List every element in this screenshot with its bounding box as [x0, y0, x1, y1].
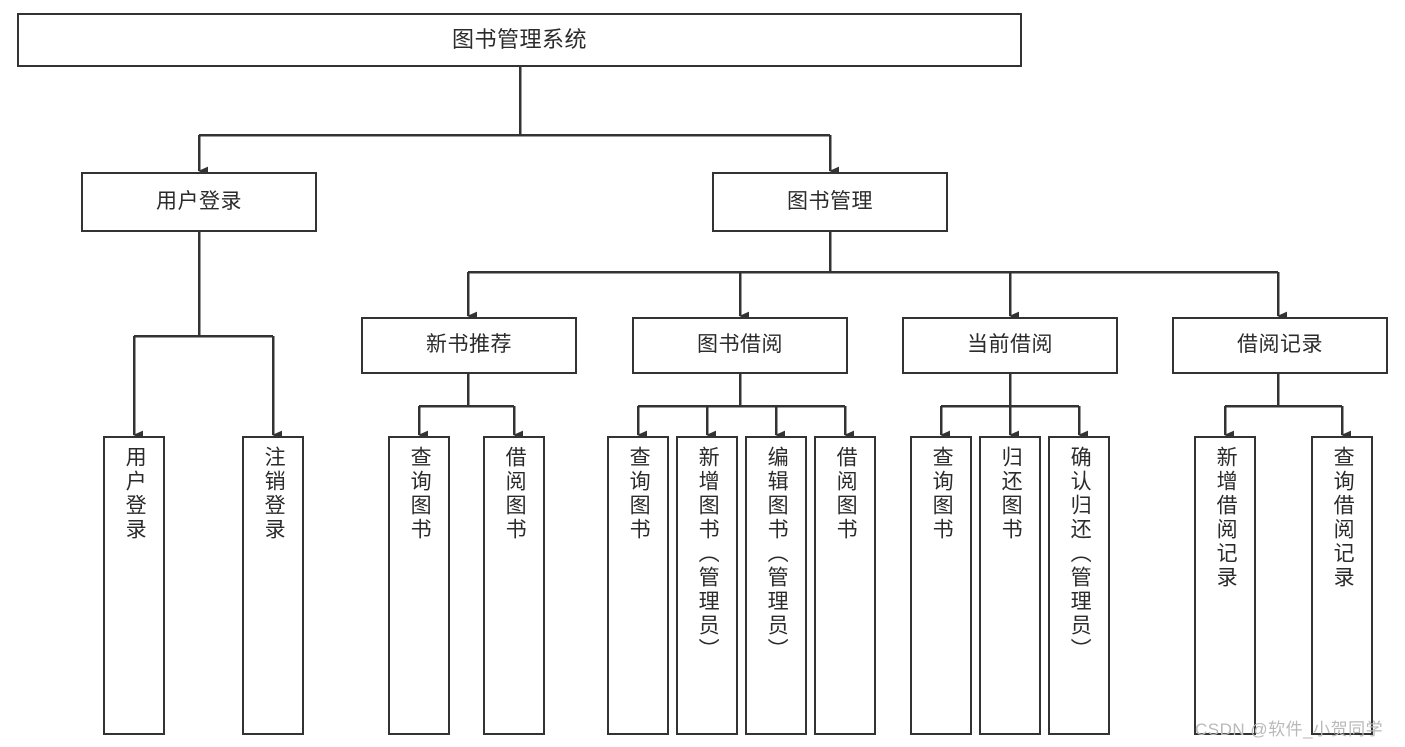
node-label: 借阅图书	[503, 446, 527, 542]
node-leaf-user-login[interactable]: 用户登录	[103, 436, 165, 735]
node-label: 图书借阅	[697, 333, 783, 357]
node-leaf-return-book[interactable]: 归还图书	[979, 436, 1041, 735]
node-leaf-confirm-return[interactable]: 确认归还（管理员）	[1048, 436, 1110, 735]
node-label: 当前借阅	[967, 333, 1053, 357]
node-label: 用户登录	[156, 189, 242, 213]
node-label: 归还图书	[999, 446, 1023, 542]
node-label: 查询图书	[408, 446, 432, 542]
node-label: 用户登录	[123, 446, 147, 542]
node-label: 新增借阅记录	[1214, 446, 1238, 590]
edge-layer	[132, 67, 1352, 440]
node-leaf-query-borrow-record[interactable]: 查询借阅记录	[1311, 436, 1373, 735]
node-leaf-query-book-current[interactable]: 查询图书	[910, 436, 972, 735]
node-leaf-logout[interactable]: 注销登录	[242, 436, 304, 735]
node-current-borrow[interactable]: 当前借阅	[902, 317, 1118, 374]
node-label: 注销登录	[262, 446, 286, 542]
node-leaf-query-book-recommend[interactable]: 查询图书	[388, 436, 450, 735]
node-book-manage[interactable]: 图书管理	[712, 172, 948, 232]
node-label: 借阅记录	[1237, 333, 1323, 357]
node-leaf-query-book-borrow[interactable]: 查询图书	[607, 436, 669, 735]
node-label: 新书推荐	[426, 333, 512, 357]
node-leaf-borrow-book[interactable]: 借阅图书	[814, 436, 876, 735]
node-leaf-edit-book[interactable]: 编辑图书（管理员）	[745, 436, 807, 735]
node-label: 确认归还（管理员）	[1068, 446, 1092, 662]
node-leaf-borrow-book-recommend[interactable]: 借阅图书	[483, 436, 545, 735]
node-label: 新增图书（管理员）	[696, 446, 720, 662]
node-label: 借阅图书	[834, 446, 858, 542]
node-label: 查询图书	[627, 446, 651, 542]
node-label: 图书管理	[787, 189, 873, 213]
node-book-borrow[interactable]: 图书借阅	[632, 317, 848, 374]
node-label: 查询借阅记录	[1331, 446, 1355, 590]
node-label: 图书管理系统	[451, 27, 587, 53]
node-borrow-record[interactable]: 借阅记录	[1172, 317, 1388, 374]
node-label: 编辑图书（管理员）	[765, 446, 789, 662]
node-user-login[interactable]: 用户登录	[81, 172, 317, 232]
node-label: 查询图书	[930, 446, 954, 542]
node-new-book-recommend[interactable]: 新书推荐	[361, 317, 577, 374]
node-leaf-add-book[interactable]: 新增图书（管理员）	[676, 436, 738, 735]
node-leaf-add-borrow-record[interactable]: 新增借阅记录	[1194, 436, 1256, 735]
node-root[interactable]: 图书管理系统	[17, 13, 1022, 67]
